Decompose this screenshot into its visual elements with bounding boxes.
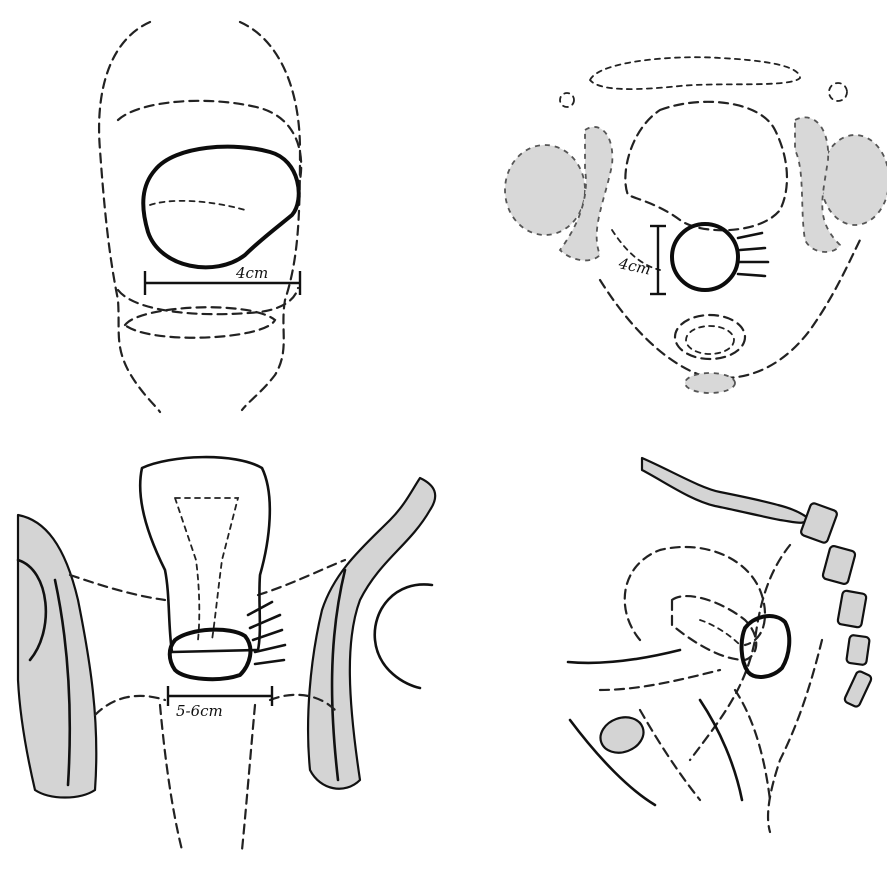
acetabulum-right: [375, 584, 432, 688]
rectum-wall-back: [768, 640, 822, 832]
vagina-outline-right: [242, 705, 255, 850]
hip-bone-left: [505, 145, 585, 235]
perineum-line-2: [640, 710, 700, 800]
rectum-outline: [675, 315, 745, 359]
coccyx-segment-1: [800, 502, 838, 544]
ilium-left: [18, 515, 96, 798]
pelvic-floor-left: [95, 696, 165, 715]
tumor-mass: [672, 224, 738, 290]
rectum-inner: [686, 326, 734, 354]
coccyx-segment-4: [846, 635, 870, 666]
vagina-wall-2: [600, 670, 720, 690]
measurement-label: 4cm: [616, 254, 652, 279]
tumor-mass: [143, 147, 298, 268]
pelvic-brim-left: [70, 575, 165, 600]
sagittal-view-panel: [568, 458, 872, 832]
pubic-bone: [596, 712, 649, 759]
measurement-label: 5-6cm: [176, 702, 223, 720]
perineum-line-3: [700, 700, 742, 800]
spine-outline-top: [590, 57, 800, 89]
uterine-cavity: [175, 498, 238, 640]
inner-cavity-outline: [118, 101, 301, 180]
inner-outline-dotted: [150, 201, 245, 210]
pelvic-view-panel: 5-6cm: [18, 457, 435, 850]
uterus-outline: [625, 102, 787, 230]
uterus-inner: [700, 620, 740, 645]
coccyx-segment-2: [822, 545, 856, 585]
perineum-line-4: [735, 690, 770, 800]
hip-bone-right: [821, 135, 887, 225]
small-vessel-right: [829, 83, 847, 101]
axial-view-panel: 4cm: [505, 57, 887, 393]
coccyx-segment-3: [837, 590, 867, 628]
parametrial-extension-lines: [248, 602, 285, 664]
sacrum: [642, 458, 808, 523]
parametrial-extension-lines: [738, 233, 768, 276]
coronal-view-panel: 4cm: [99, 22, 301, 412]
coccyx-segment-5: [844, 670, 873, 708]
small-vessel-left: [560, 93, 574, 107]
outer-contour: [99, 22, 160, 412]
coccyx-outline: [685, 373, 735, 393]
tumor-mass: [170, 630, 251, 680]
measurement-label: 4cm: [235, 264, 268, 282]
ilium-right: [308, 478, 435, 789]
vagina-outline-left: [160, 705, 182, 850]
vagina-wall-1: [568, 650, 680, 663]
tumor-mass: [742, 616, 790, 677]
uterus-outline: [140, 457, 270, 652]
